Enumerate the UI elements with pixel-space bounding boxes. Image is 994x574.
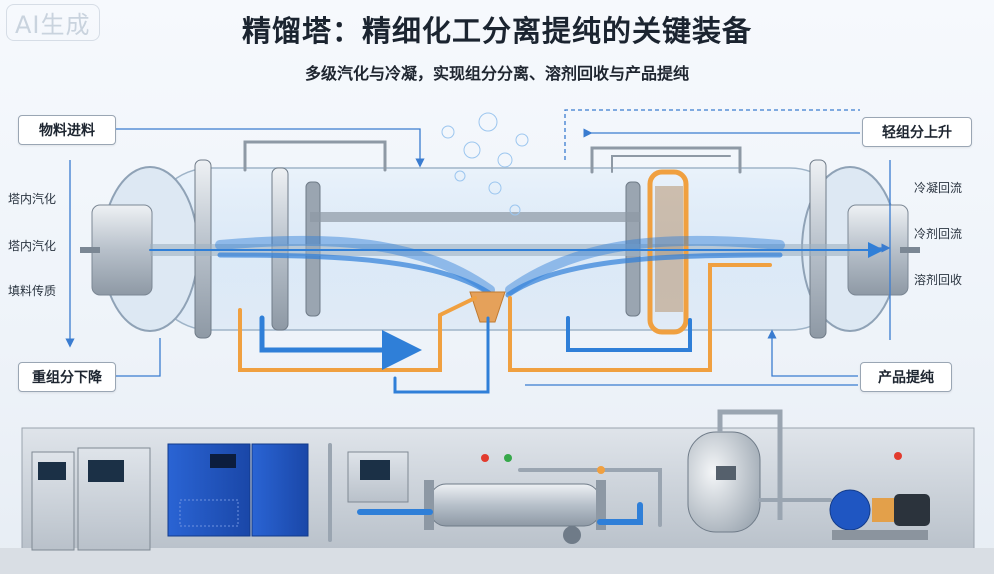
pump-unit <box>829 489 930 540</box>
indicator-lights <box>481 452 902 474</box>
right-note-2: 冷剂回流 <box>914 227 963 241</box>
left-note-1: 塔内汽化 <box>8 192 57 206</box>
ai-watermark: AI生成 <box>6 4 100 41</box>
droplet-bubbles <box>441 112 529 216</box>
blue-compressor-units <box>167 443 309 537</box>
label-light-up: 轻组分上升 <box>862 117 972 147</box>
label-product: 产品提纯 <box>860 362 952 392</box>
left-note-3: 填料传质 <box>8 284 57 298</box>
label-feed: 物料进料 <box>18 115 116 145</box>
page-subtitle: 多级汽化与冷凝，实现组分分离、溶剂回收与产品提纯 <box>304 64 689 83</box>
page-title: 精馏塔：精细化工分离提纯的关键装备 <box>241 14 752 48</box>
collection-cup <box>469 291 506 323</box>
right-note-3: 溶剂回收 <box>914 273 963 287</box>
base-piping <box>328 443 832 542</box>
annotation-lines <box>65 109 891 386</box>
label-heavy-down: 重组分下降 <box>18 362 116 392</box>
right-note-1: 冷凝回流 <box>914 181 963 195</box>
control-cabinets <box>31 447 409 551</box>
heat-exchanger <box>424 480 606 544</box>
receiver-tank <box>687 409 783 533</box>
vapor-flow <box>149 235 884 298</box>
left-note-2: 塔内汽化 <box>8 239 57 253</box>
return-pipes <box>238 140 772 394</box>
